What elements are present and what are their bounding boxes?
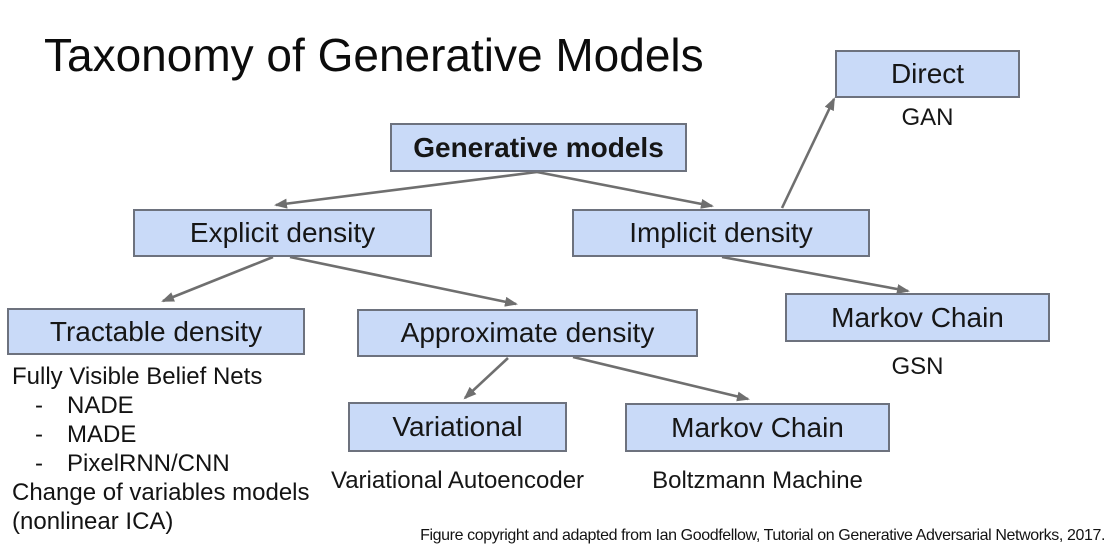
node-sublabel-direct: GAN: [901, 104, 954, 131]
slide-title: Taxonomy of Generative Models: [44, 29, 704, 81]
node-markov-chain-boltzmann[interactable]: Markov Chain: [625, 403, 890, 452]
node-tractable-density[interactable]: Tractable density: [7, 308, 305, 355]
node-markov-chain-gsn[interactable]: Markov Chain: [785, 293, 1050, 342]
note-item-label: NADE: [67, 392, 134, 419]
node-direct[interactable]: Direct: [835, 50, 1020, 98]
note-item-label: PixelRNN/CNN: [67, 450, 230, 477]
arrow-explicit-density-to-approximate-density: [289, 255, 518, 307]
tractable-density-notes: Fully Visible Belief Nets -NADE -MADE -P…: [12, 362, 310, 536]
node-implicit-density[interactable]: Implicit density: [572, 209, 870, 257]
node-sublabel-variational: Variational Autoencoder: [330, 467, 585, 494]
list-item: -NADE: [12, 391, 310, 420]
list-item: -PixelRNN/CNN: [12, 449, 310, 478]
bullet-dash: -: [35, 392, 43, 419]
node-label: Variational: [392, 411, 523, 442]
node-label: Implicit density: [629, 217, 813, 248]
node-label: Tractable density: [49, 315, 263, 347]
node-sublabel-markov-chain-boltzmann: Boltzmann Machine: [652, 467, 863, 494]
arrow-approximate-density-to-markov-chain-boltzmann: [572, 355, 750, 402]
notes-heading: Fully Visible Belief Nets: [12, 363, 263, 390]
node-label: Direct: [890, 58, 965, 89]
node-label: Markov Chain: [831, 301, 1004, 333]
notes-footer-line: Change of variables models: [12, 479, 310, 506]
arrow-implicit-density-to-markov-chain-gsn: [721, 255, 910, 294]
note-item-label: MADE: [67, 421, 137, 448]
list-item: -MADE: [12, 420, 310, 449]
arrow-approximate-density-to-variational: [463, 357, 509, 400]
caption: Figure copyright and adapted from Ian Go…: [420, 527, 1105, 544]
arrow-generative-models-to-implicit-density: [536, 170, 714, 209]
bullet-dash: -: [35, 450, 43, 477]
node-explicit-density[interactable]: Explicit density: [133, 209, 432, 257]
notes-footer-line: (nonlinear ICA): [12, 508, 174, 535]
node-label: Approximate density: [400, 317, 655, 348]
node-label: Explicit density: [189, 217, 376, 248]
node-sublabel-markov-chain-gsn: GSN: [891, 353, 944, 380]
node-generative-models[interactable]: Generative models: [390, 123, 687, 172]
arrow-generative-models-to-explicit-density: [274, 170, 538, 209]
node-variational[interactable]: Variational: [348, 402, 567, 452]
bullet-dash: -: [35, 421, 43, 448]
node-label: Generative models: [413, 131, 664, 163]
arrow-explicit-density-to-tractable-density: [161, 255, 274, 303]
arrow-implicit-density-to-direct: [780, 97, 836, 209]
node-approximate-density[interactable]: Approximate density: [357, 309, 698, 357]
node-label: Markov Chain: [671, 411, 844, 443]
